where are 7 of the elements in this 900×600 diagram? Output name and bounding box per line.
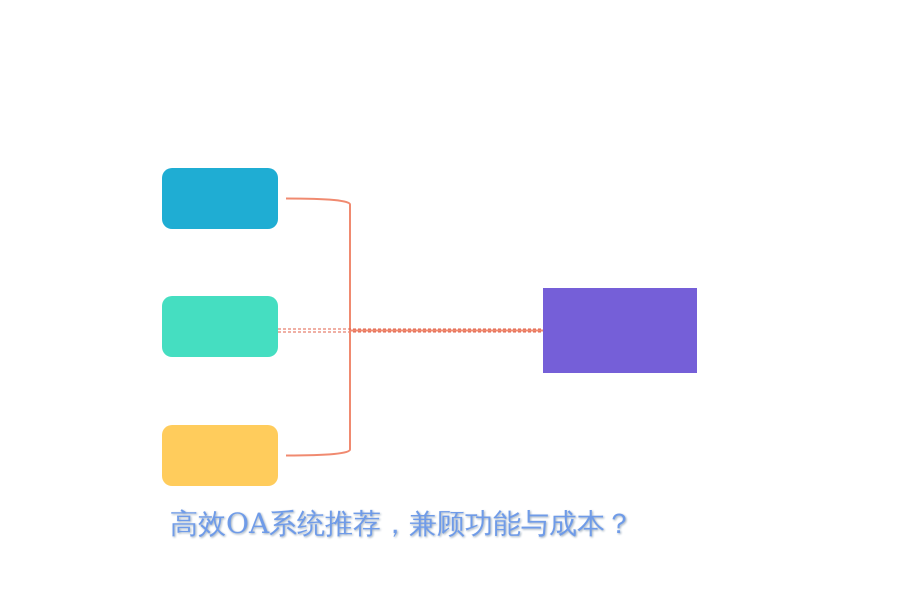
rounded-box (162, 296, 278, 357)
caption: 高效OA系统推荐，兼顾功能与成本？ (170, 506, 634, 542)
rounded-box (162, 425, 278, 486)
target-box (543, 288, 697, 373)
bracket-connector (286, 330, 543, 456)
rounded-box (162, 168, 278, 229)
dashed-connector (278, 328, 544, 332)
